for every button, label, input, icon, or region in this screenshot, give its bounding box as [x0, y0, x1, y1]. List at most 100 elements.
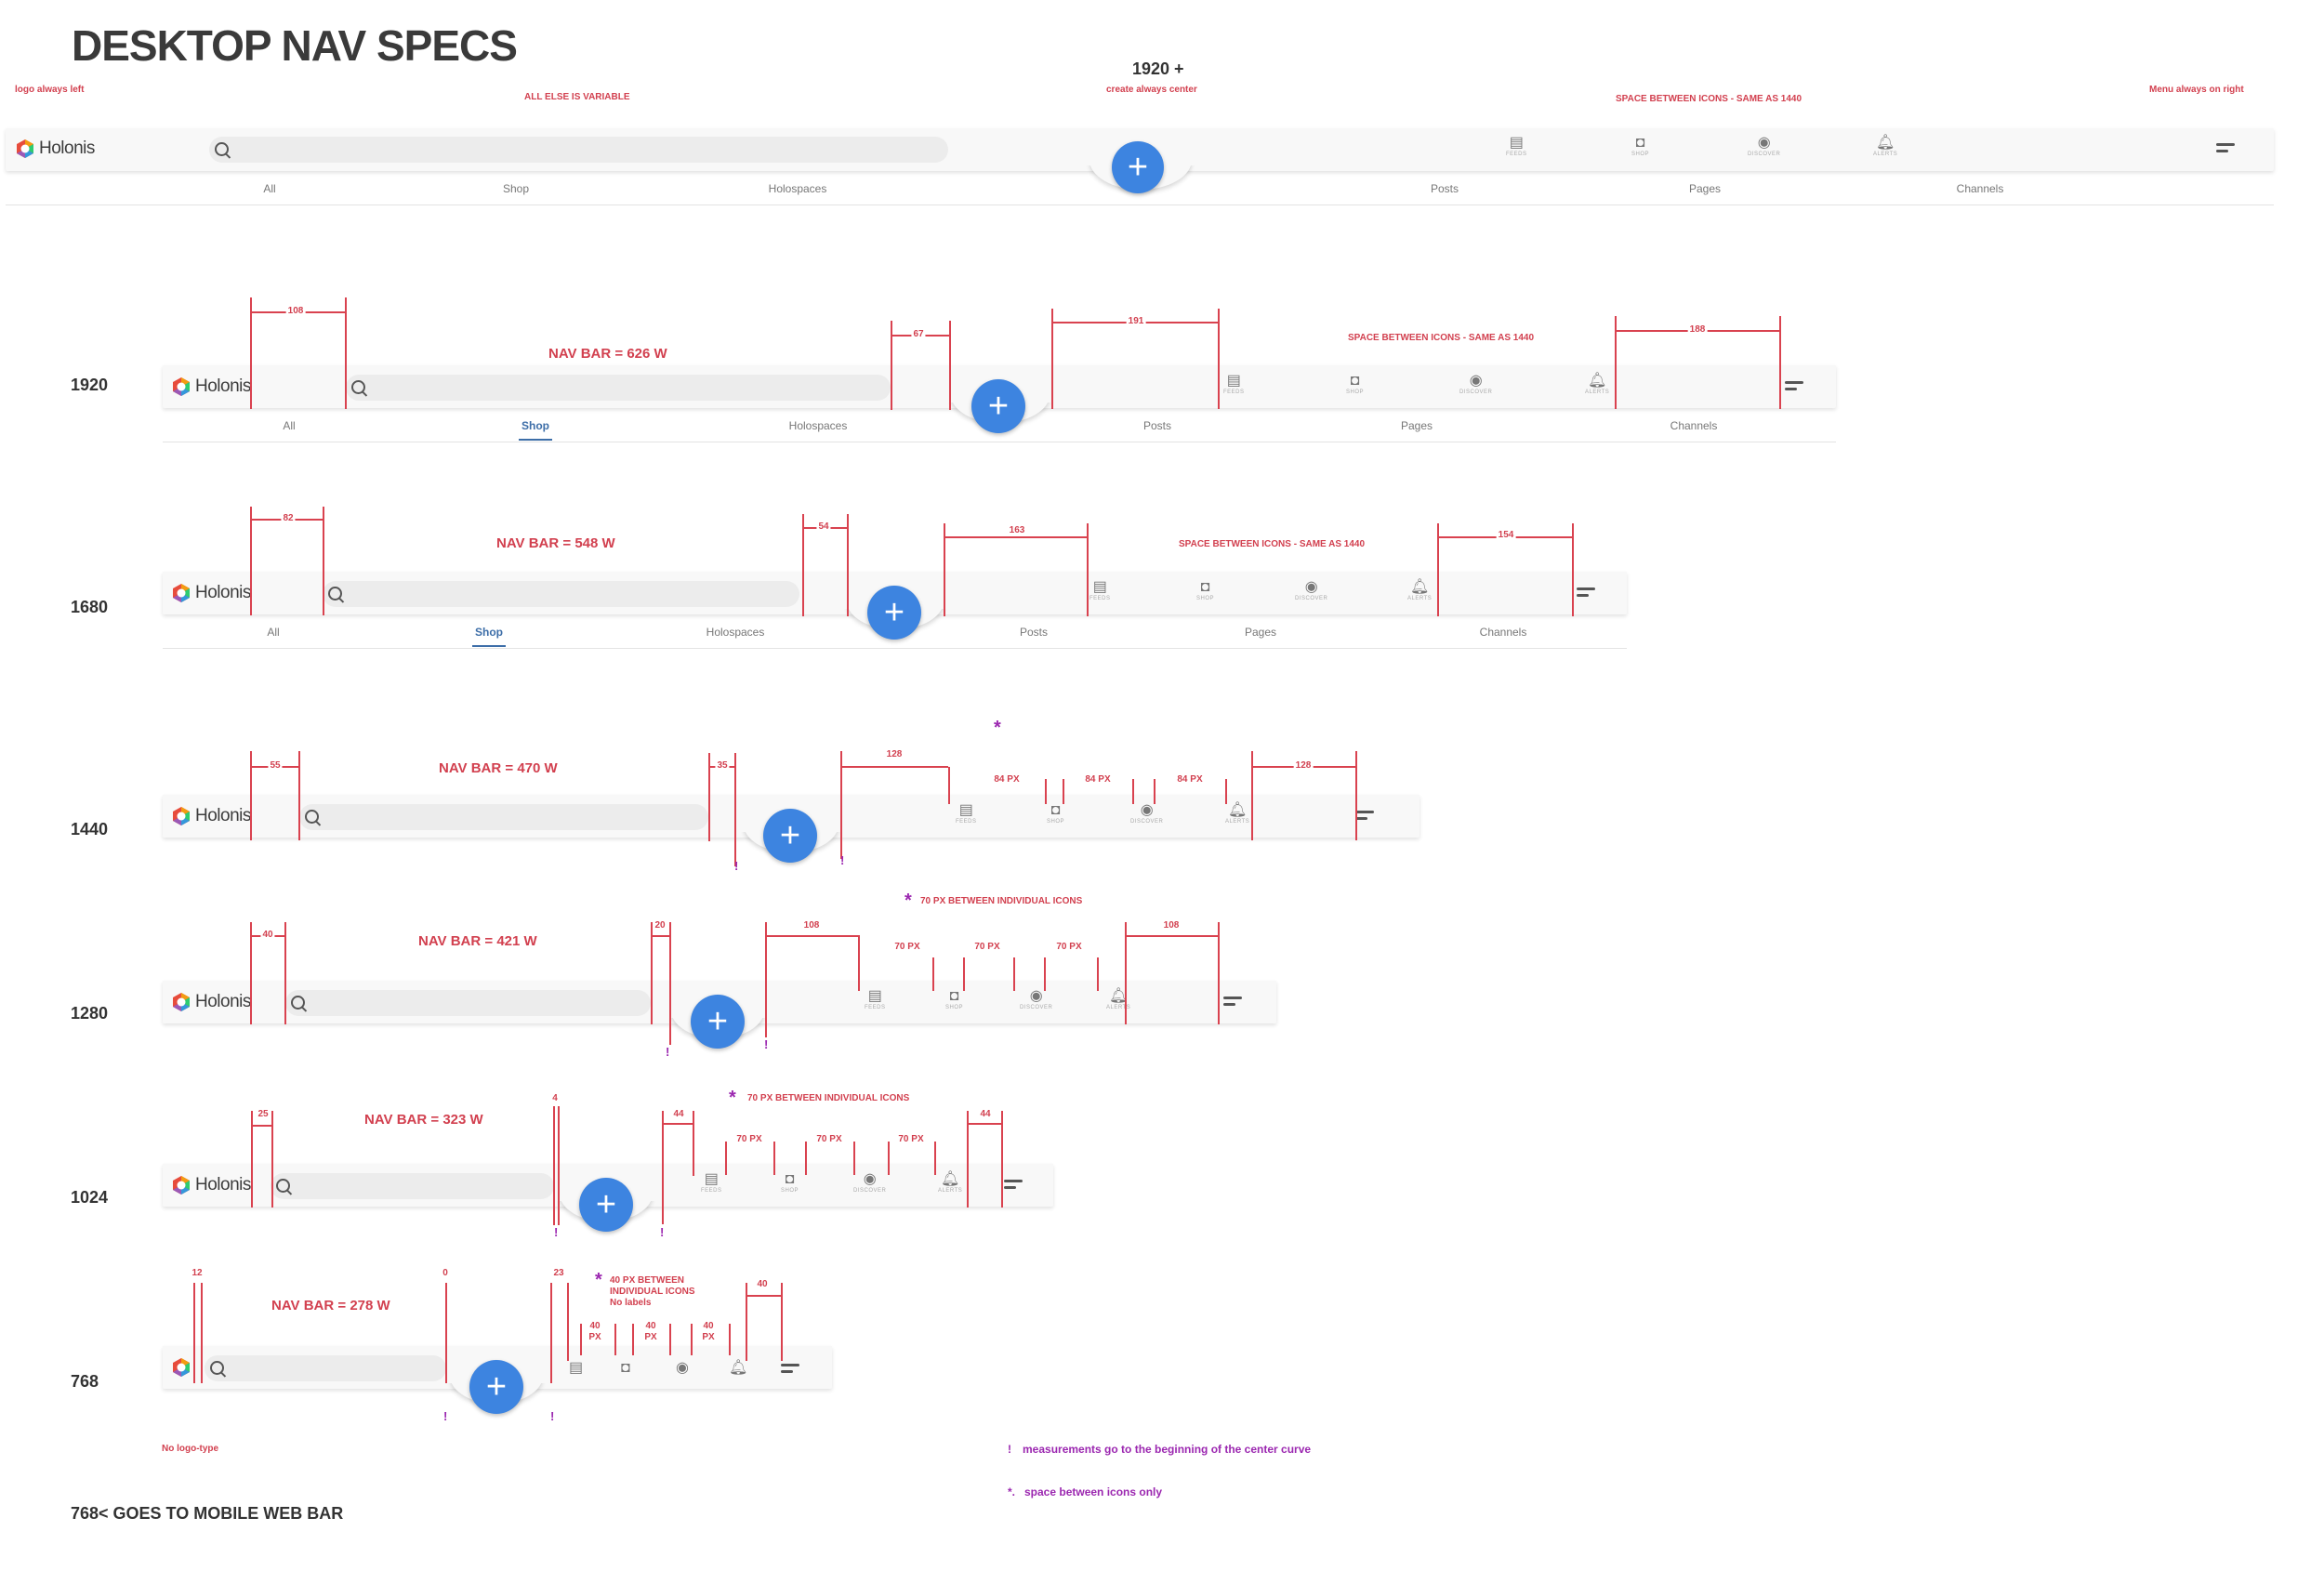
tab-pages[interactable]: Pages — [1688, 182, 1722, 195]
create-button[interactable]: + — [691, 995, 745, 1049]
measure-icon-gap-1440-1: 84 PX — [992, 774, 1022, 785]
note-logo-left: logo always left — [15, 85, 85, 95]
tab-all[interactable]: All — [283, 419, 296, 432]
excl-768-b: ! — [550, 1409, 555, 1423]
measure-icon-gap-1440-3: 84 PX — [1175, 774, 1205, 785]
icon-alerts[interactable]: 🔔︎ALERTS — [1106, 989, 1130, 1011]
icon-shop[interactable]: ◘SHOP — [1631, 136, 1650, 158]
tab-all[interactable]: All — [267, 626, 280, 639]
tab-holospaces[interactable]: Holospaces — [706, 626, 765, 639]
icon-shop[interactable]: ◘SHOP — [945, 989, 963, 1011]
tab-posts[interactable]: Posts — [1430, 182, 1459, 195]
create-button[interactable]: + — [469, 1360, 523, 1414]
icon-alerts[interactable]: 🔔︎ALERTS — [1873, 136, 1898, 158]
search-input[interactable] — [205, 1355, 446, 1381]
menu-button[interactable] — [2216, 143, 2235, 156]
logo-text: Holonis — [195, 583, 251, 602]
measure-right-icons-1680: 154 — [1496, 530, 1516, 540]
icon-shop[interactable]: ◘ — [621, 1361, 630, 1376]
tab-shop[interactable]: Shop — [475, 626, 503, 639]
icon-discover[interactable]: ◉DISCOVER — [853, 1172, 886, 1195]
tab-channels[interactable]: Channels — [1956, 182, 2004, 195]
note-space-icons-1920: SPACE BETWEEN ICONS - SAME AS 1440 — [1348, 333, 1535, 343]
icon-alerts[interactable]: 🔔︎ALERTS — [1407, 580, 1432, 602]
icon-feeds[interactable]: ▤FEEDS — [1223, 374, 1245, 396]
icon-label-discover: DISCOVER — [1748, 152, 1781, 157]
feeds-icon: ▤ — [1092, 579, 1107, 595]
tab-channels[interactable]: Channels — [1479, 626, 1527, 639]
search-input[interactable] — [346, 375, 891, 401]
icon-discover[interactable]: ◉ — [676, 1361, 689, 1376]
search-input[interactable] — [299, 804, 708, 830]
icon-alerts[interactable]: 🔔︎ALERTS — [1585, 374, 1609, 396]
discover-icon: ◉ — [1140, 802, 1154, 818]
measure-icon-gap-1280-3: 70 PX — [1054, 942, 1084, 952]
search-input[interactable] — [285, 990, 651, 1016]
menu-button[interactable] — [1004, 1180, 1023, 1193]
menu-button[interactable] — [1223, 997, 1242, 1010]
holonis-logo-icon — [173, 584, 190, 602]
create-button[interactable]: + — [1112, 141, 1164, 193]
create-button[interactable]: + — [763, 809, 817, 863]
tab-all[interactable]: All — [263, 182, 276, 195]
tab-shop[interactable]: Shop — [502, 182, 530, 195]
shop-icon: ◘ — [1050, 802, 1061, 818]
tab-holospaces[interactable]: Holospaces — [788, 419, 848, 432]
tab-pages[interactable]: Pages — [1400, 419, 1433, 432]
tab-holospaces[interactable]: Holospaces — [768, 182, 827, 195]
icon-feeds[interactable]: ▤FEEDS — [956, 803, 977, 825]
measure-icon-gap-768-2a: 40 — [643, 1321, 658, 1331]
icon-feeds[interactable]: ▤FEEDS — [865, 989, 886, 1011]
search-input[interactable] — [209, 137, 948, 163]
tab-shop[interactable]: Shop — [522, 419, 549, 432]
search-input[interactable] — [271, 1173, 554, 1199]
search-input[interactable] — [323, 581, 799, 607]
create-button[interactable]: + — [971, 379, 1025, 433]
menu-button[interactable] — [1785, 381, 1803, 394]
icon-feeds[interactable]: ▤FEEDS — [1506, 136, 1527, 158]
icon-label-discover: DISCOVER — [1459, 389, 1493, 395]
measure-icon-gap-768-1a: 40 — [588, 1321, 602, 1331]
icon-alerts[interactable]: 🔔︎ALERTS — [1225, 803, 1249, 825]
icon-feeds[interactable]: ▤FEEDS — [701, 1172, 722, 1195]
icon-discover[interactable]: ◉DISCOVER — [1295, 580, 1327, 602]
icon-feeds[interactable]: ▤ — [569, 1361, 583, 1376]
icon-alerts[interactable]: 🔔︎ — [729, 1361, 747, 1376]
resolution-label-1280: 1280 — [71, 1004, 109, 1023]
menu-button[interactable] — [1355, 811, 1374, 824]
icon-discover[interactable]: ◉DISCOVER — [1020, 989, 1052, 1011]
icon-feeds[interactable]: ▤FEEDS — [1089, 579, 1111, 602]
create-button[interactable]: + — [579, 1178, 633, 1232]
menu-button[interactable] — [781, 1364, 799, 1377]
icon-shop[interactable]: ◘SHOP — [1346, 374, 1364, 396]
search-icon — [328, 587, 342, 601]
measure-search-gap-1280: 20 — [653, 920, 667, 931]
icon-label-feeds: FEEDS — [865, 1005, 886, 1010]
menu-button[interactable] — [1577, 587, 1595, 601]
icon-shop[interactable]: ◘SHOP — [781, 1172, 799, 1195]
icon-discover[interactable]: ◉DISCOVER — [1459, 374, 1493, 396]
icon-shop[interactable]: ◘SHOP — [1047, 803, 1064, 825]
icon-label-shop: SHOP — [1631, 152, 1650, 157]
icon-discover[interactable]: ◉DISCOVER — [1130, 803, 1163, 825]
tab-posts[interactable]: Posts — [1142, 419, 1172, 432]
icon-alerts[interactable]: 🔔︎ALERTS — [938, 1171, 962, 1195]
alerts-icon: 🔔︎ — [940, 1171, 960, 1187]
logo: Holonis — [171, 1175, 251, 1195]
excl-1280-a: ! — [666, 1045, 670, 1059]
icon-discover[interactable]: ◉DISCOVER — [1748, 136, 1781, 158]
create-button[interactable]: + — [867, 586, 921, 640]
tab-pages[interactable]: Pages — [1244, 626, 1277, 639]
tab-channels[interactable]: Channels — [1670, 419, 1718, 432]
measure-right-icons-1280: 108 — [1161, 920, 1182, 931]
measure-search-gap-768: 0 — [441, 1268, 450, 1278]
resolution-label-top: 1920 + — [1132, 59, 1184, 78]
legend-excl-mark: ! — [1008, 1443, 1011, 1456]
tab-posts[interactable]: Posts — [1019, 626, 1049, 639]
measure-icon-gap-1024-2: 70 PX — [814, 1134, 844, 1144]
icon-shop[interactable]: ◘SHOP — [1196, 580, 1214, 602]
measure-search-gap-1920: 67 — [911, 329, 926, 339]
icon-label-alerts: ALERTS — [1873, 152, 1898, 157]
navbar-width-1680: NAV BAR = 548 W — [496, 535, 615, 551]
icon-label-alerts: ALERTS — [1225, 819, 1250, 825]
